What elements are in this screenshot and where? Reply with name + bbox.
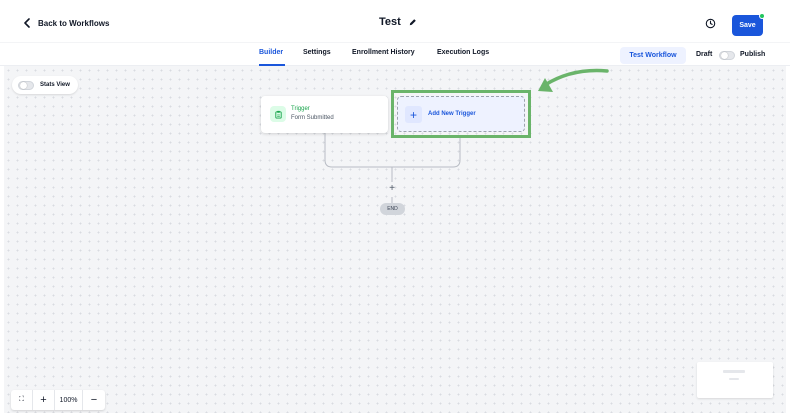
unsaved-indicator-dot	[759, 13, 765, 19]
active-tab-indicator	[259, 64, 285, 66]
toggle-knob	[20, 81, 27, 89]
workflow-title-area: Test	[379, 16, 417, 28]
plus-icon: +	[405, 106, 422, 123]
test-workflow-button[interactable]: Test Workflow	[620, 47, 686, 64]
tab-enrollment-history[interactable]: Enrollment History	[352, 49, 415, 56]
trigger-title: Trigger	[291, 106, 310, 112]
add-trigger-highlight-box	[391, 90, 531, 138]
builder-canvas[interactable]	[4, 66, 786, 413]
trigger-subtitle: Form Submitted	[291, 115, 334, 121]
stats-view-toggle-pill[interactable]: Stats View	[12, 76, 78, 94]
trigger-node-card[interactable]: Trigger Form Submitted	[261, 96, 388, 133]
tab-execution-logs[interactable]: Execution Logs	[437, 49, 490, 56]
fit-view-icon[interactable]: ⛶	[11, 390, 33, 410]
zoom-in-button[interactable]: +	[33, 390, 55, 410]
tab-settings[interactable]: Settings	[303, 49, 331, 56]
stats-view-toggle[interactable]	[18, 80, 34, 90]
edit-pencil-icon[interactable]	[409, 18, 417, 26]
zoom-level: 100%	[55, 390, 83, 410]
chevron-left-icon	[24, 18, 30, 28]
top-header: Back to Workflows Test Save	[0, 0, 790, 42]
minimap-node	[723, 370, 745, 373]
back-label: Back to Workflows	[38, 18, 110, 28]
stats-view-label: Stats View	[40, 82, 70, 88]
zoom-out-button[interactable]: −	[90, 394, 98, 406]
add-step-plus-icon[interactable]: +	[389, 183, 395, 194]
zoom-controls: ⛶ + 100% −	[11, 390, 105, 410]
back-to-workflows-link[interactable]: Back to Workflows	[22, 18, 109, 28]
tab-builder[interactable]: Builder	[259, 49, 284, 56]
workflow-tabs-bar: Builder Settings Enrollment History Exec…	[0, 42, 790, 66]
canvas-minimap[interactable]	[697, 362, 773, 398]
publish-toggle[interactable]	[719, 51, 735, 60]
workflow-title: Test	[379, 16, 401, 28]
draft-label: Draft	[696, 51, 713, 58]
end-node: END	[380, 203, 405, 215]
minimap-node	[729, 378, 739, 380]
save-button[interactable]: Save	[732, 15, 763, 36]
history-icon[interactable]	[705, 18, 716, 29]
add-new-trigger-label: Add New Trigger	[428, 111, 476, 117]
clipboard-icon	[270, 106, 286, 122]
publish-label: Publish	[740, 51, 766, 58]
toggle-knob	[721, 52, 728, 59]
add-new-trigger-button[interactable]: + Add New Trigger	[397, 96, 525, 132]
